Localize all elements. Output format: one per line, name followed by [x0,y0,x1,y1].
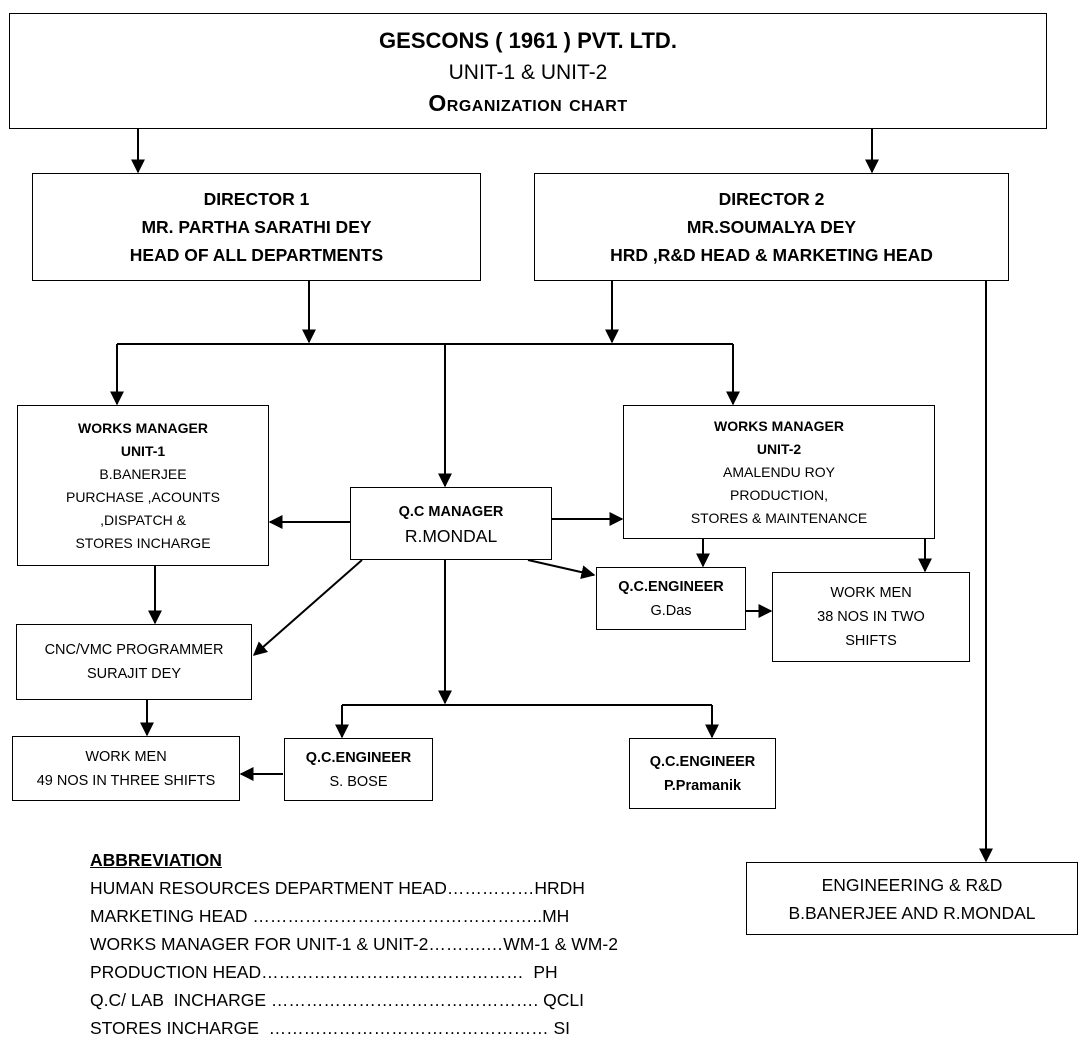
abbreviation-row: MARKETING HEAD …………………………………………..MH [90,906,570,926]
qce-bose-title: Q.C.ENGINEER [305,749,412,766]
engineering-box: ENGINEERING & R&D B.BANERJEE AND R.MONDA… [746,862,1078,935]
cnc-programmer-box: CNC/VMC PROGRAMMER SURAJIT DEY [16,624,252,700]
wm2-title: WORKS MANAGER [714,417,844,434]
units-label: UNIT-1 & UNIT-2 [448,61,608,84]
qce-pramanik-title: Q.C.ENGINEER [649,753,756,770]
director1-title: DIRECTOR 1 [203,189,310,209]
director2-title: DIRECTOR 2 [718,189,825,209]
qce-das-box: Q.C.ENGINEER G.Das [596,567,746,630]
company-name: GESCONS ( 1961 ) PVT. LTD. [379,28,677,53]
chart-title: Organization chart [428,90,628,116]
wm2-duty1: PRODUCTION, [730,486,828,503]
wm1-title: WORKS MANAGER [78,419,208,436]
cnc-title: CNC/VMC PROGRAMMER [44,642,224,658]
director1-name: MR. PARTHA SARATHI DEY [141,217,372,237]
director1-role: HEAD OF ALL DEPARTMENTS [129,245,384,265]
engineering-line1: ENGINEERING & R&D [821,874,1003,895]
qc-manager-name: R.MONDAL [404,525,498,546]
workmen-unit2-line1: WORK MEN [830,585,912,601]
workmen-unit2-box: WORK MEN 38 NOS IN TWO SHIFTS [772,572,970,662]
abbreviation-row: STORES INCHARGE ………………………………………… SI [90,1018,570,1038]
engineering-line2: B.BANERJEE AND R.MONDAL [788,902,1036,923]
wm1-duty1: PURCHASE ,ACOUNTS [65,488,221,505]
abbreviation-heading: ABBREVIATION [90,850,222,870]
qce-pramanik-name: P.Pramanik [663,777,742,794]
wm2-box: WORKS MANAGER UNIT-2 AMALENDU ROY PRODUC… [623,405,935,539]
arrow-qcm-to-cnc [252,559,363,656]
workmen-unit1-box: WORK MEN 49 NOS IN THREE SHIFTS [12,736,240,801]
workmen-unit1-line2: 49 NOS IN THREE SHIFTS [36,772,216,789]
arrow-qcm-to-das [527,559,596,580]
wm1-duty3: STORES INCHARGE [75,534,211,551]
wm1-box: WORKS MANAGER UNIT-1 B.BANERJEE PURCHASE… [17,405,269,566]
abbreviation-row: PRODUCTION HEAD……………………………………… PH [90,962,558,982]
qce-bose-name: S. BOSE [329,773,388,790]
wm1-name: B.BANERJEE [99,465,187,482]
workmen-unit2-line2: 38 NOS IN TWO [817,609,925,625]
wm2-name: AMALENDU ROY [722,463,836,480]
workmen-unit1-line1: WORK MEN [85,748,167,765]
abbreviation-row: HUMAN RESOURCES DEPARTMENT HEAD……………HRDH [90,878,585,898]
director2-box: DIRECTOR 2 MR.SOUMALYA DEY HRD ,R&D HEAD… [534,173,1009,281]
workmen-unit2-line3: SHIFTS [845,633,897,649]
director2-role: HRD ,R&D HEAD & MARKETING HEAD [610,245,933,265]
qce-das-name: G.Das [650,602,692,619]
wm2-duty2: STORES & MAINTENANCE [690,509,868,526]
qce-pramanik-box: Q.C.ENGINEER P.Pramanik [629,738,776,809]
wm1-duty2: ,DISPATCH & [100,511,186,528]
header-box: GESCONS ( 1961 ) PVT. LTD. UNIT-1 & UNIT… [9,13,1047,129]
wm2-unit: UNIT-2 [756,440,802,457]
qc-manager-box: Q.C MANAGER R.MONDAL [350,487,552,560]
wm1-unit: UNIT-1 [120,442,166,459]
abbreviation-row: Q.C/ LAB INCHARGE ………………………………………. QCLI [90,990,584,1010]
qce-das-title: Q.C.ENGINEER [618,578,724,595]
abbreviation-row: WORKS MANAGER FOR UNIT-1 & UNIT-2……….…WM… [90,934,618,954]
qce-bose-box: Q.C.ENGINEER S. BOSE [284,738,433,801]
abbreviation-section: ABBREVIATION HUMAN RESOURCES DEPARTMENT … [90,846,618,1042]
qc-manager-title: Q.C MANAGER [398,503,504,520]
director2-name: MR.SOUMALYA DEY [686,217,857,237]
cnc-name: SURAJIT DEY [86,666,181,682]
director1-box: DIRECTOR 1 MR. PARTHA SARATHI DEY HEAD O… [32,173,481,281]
